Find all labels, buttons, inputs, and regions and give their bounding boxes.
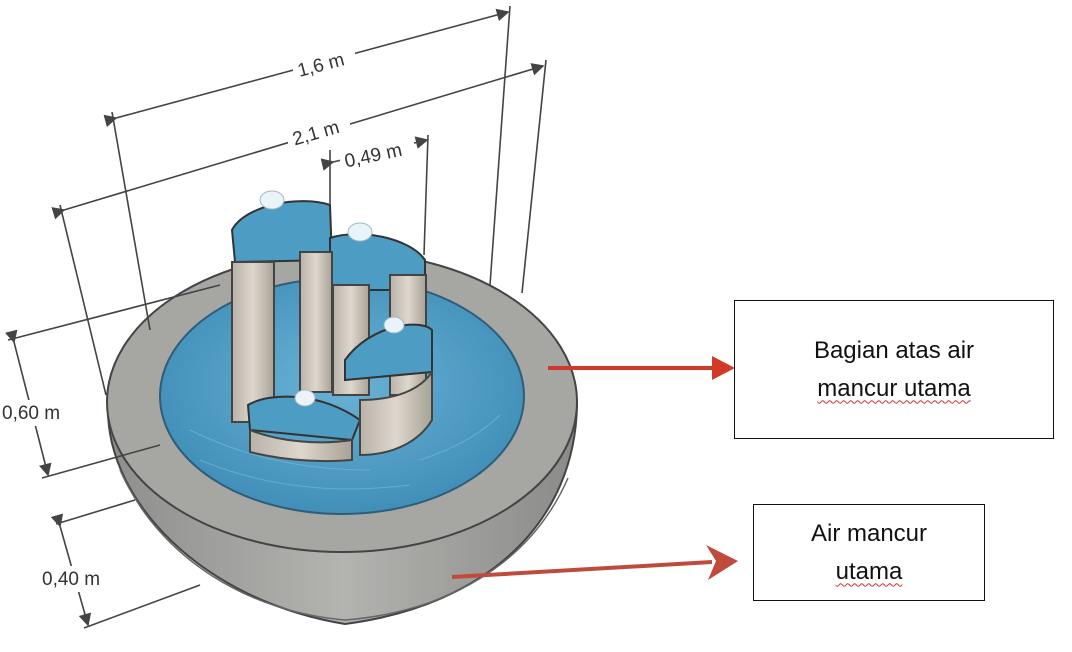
callout-upper-fountain: Bagian atas air mancur utama xyxy=(734,300,1054,439)
callout-upper-line1: Bagian atas air xyxy=(813,337,975,365)
dim-label-0-40m: 0,40 m xyxy=(42,569,100,590)
callout-arrows xyxy=(451,356,738,580)
callout-main-fountain: Air mancur utama xyxy=(753,504,985,601)
callout-upper-line2: mancur utama xyxy=(817,374,971,402)
arrow-main-fountain xyxy=(451,560,713,579)
callout-main-line2: utama xyxy=(835,557,903,585)
callout-main-line1: Air mancur xyxy=(810,520,928,548)
upper-fountain xyxy=(230,190,433,463)
dim-label-0-60m: 0,60 m xyxy=(2,403,60,424)
fountain-model xyxy=(106,190,578,626)
